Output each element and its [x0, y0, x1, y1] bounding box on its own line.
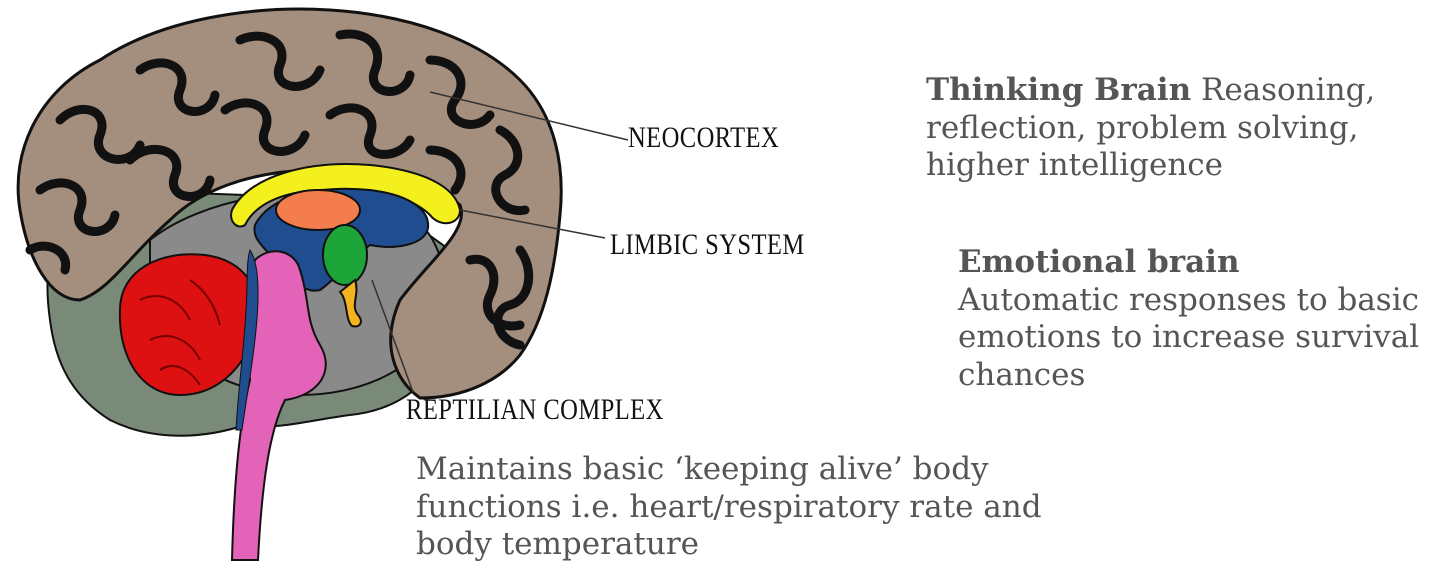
emotional-brain-title: Emotional brain — [958, 244, 1239, 280]
reptilian-complex-label: REPTILIAN COMPLEX — [406, 393, 664, 427]
neocortex-label: NEOCORTEX — [628, 121, 779, 155]
hippocampus — [323, 225, 367, 285]
reptilian-complex-body: Maintains basic ‘keeping alive’ body fun… — [416, 451, 1042, 562]
thinking-brain-description: Thinking Brain Reasoning,reflection, pro… — [926, 72, 1396, 185]
thinking-brain-body-rest: reflection, problem solving, higher inte… — [926, 110, 1359, 184]
limbic-system-label: LIMBIC SYSTEM — [610, 228, 805, 262]
reptilian-complex-description: Maintains basic ‘keeping alive’ body fun… — [416, 451, 1056, 564]
thalamus — [276, 190, 360, 230]
emotional-brain-body: Automatic responses to basic emotions to… — [958, 282, 1419, 393]
thinking-brain-body-first: Reasoning, — [1191, 72, 1375, 108]
thinking-brain-title: Thinking Brain — [926, 72, 1191, 108]
